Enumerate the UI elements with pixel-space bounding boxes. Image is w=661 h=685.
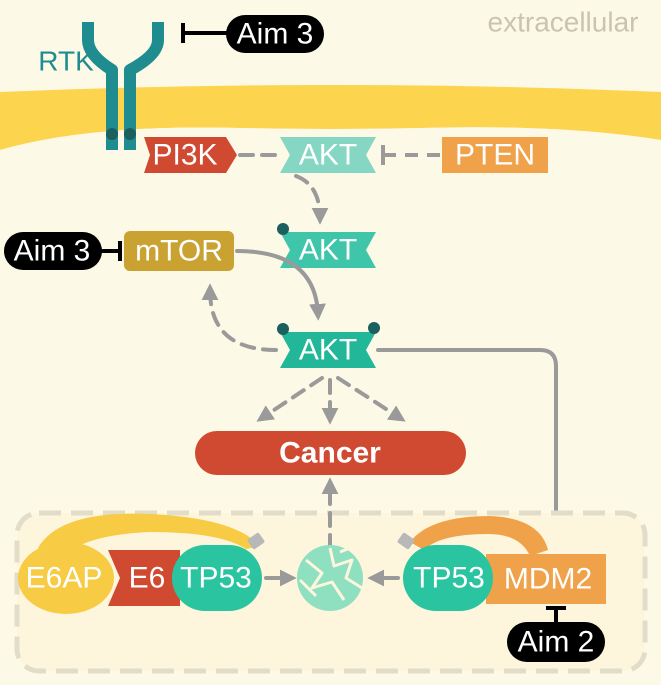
ubiquitin-tag-icon-right xyxy=(397,532,415,550)
e6ap-node[interactable]: E6AP xyxy=(18,542,114,614)
aim3-left-label: Aim 3 xyxy=(14,235,91,268)
tp53-right-label: TP53 xyxy=(413,562,485,595)
e6ap-label: E6AP xyxy=(26,562,103,595)
akt-bottom-node[interactable]: AKT xyxy=(277,322,380,368)
pten-node[interactable]: PTEN xyxy=(442,137,548,173)
extracellular-label: extracellular xyxy=(488,7,639,38)
mtor-to-akt-arrow xyxy=(235,249,326,321)
e6ap-arc xyxy=(38,513,260,560)
akt-top-label: AKT xyxy=(299,139,357,172)
cell-membrane xyxy=(0,85,661,150)
e6-node[interactable]: E6 xyxy=(108,550,180,606)
akt-mid-phosphate xyxy=(277,223,289,235)
mtor-label: mTOR xyxy=(135,235,223,268)
tp53-left-label: TP53 xyxy=(180,562,252,595)
akt-to-cancer-arrow-right xyxy=(336,376,406,422)
pten-label: PTEN xyxy=(455,139,535,172)
tp53-right-node[interactable]: TP53 xyxy=(403,545,493,611)
aim2-label: Aim 2 xyxy=(518,626,595,659)
rtk-label: RTK xyxy=(38,46,94,77)
akt-to-cancer-arrow-left xyxy=(256,376,324,422)
akt-mid-label: AKT xyxy=(299,234,357,267)
pi3k-node[interactable]: PI3K xyxy=(144,137,237,173)
akt-top-to-mid-arrow xyxy=(294,174,329,225)
mtor-node[interactable]: mTOR xyxy=(124,231,234,271)
cancer-node[interactable]: Cancer xyxy=(195,431,466,475)
rtk-receptor[interactable] xyxy=(82,22,164,150)
akt-to-mtor-feedback-arrow xyxy=(201,283,278,352)
mdm2-arc xyxy=(410,516,548,556)
mdm2-label: MDM2 xyxy=(504,563,592,596)
akt-top-node[interactable]: AKT xyxy=(280,137,376,173)
aim3-top-label: Aim 3 xyxy=(237,18,314,51)
akt-to-mdm2-arrow xyxy=(376,348,565,545)
akt-bottom-phosphate-right xyxy=(368,322,380,334)
akt-bottom-phosphate-left xyxy=(277,323,289,335)
aim3-top-pill[interactable]: Aim 3 xyxy=(226,15,324,53)
ubiquitin-tag-icon xyxy=(247,532,265,550)
akt-bottom-label: AKT xyxy=(299,334,357,367)
tp53-left-node[interactable]: TP53 xyxy=(172,545,262,611)
aim3-left-pill[interactable]: Aim 3 xyxy=(4,232,102,270)
akt-mid-node[interactable]: AKT xyxy=(277,223,376,268)
mdm2-node[interactable]: MDM2 xyxy=(486,554,606,604)
cancer-label: Cancer xyxy=(279,437,381,470)
shattered-circle-icon xyxy=(297,545,363,611)
pi3k-label: PI3K xyxy=(152,139,217,172)
aim2-pill[interactable]: Aim 2 xyxy=(507,622,605,662)
e6-label: E6 xyxy=(129,562,166,595)
